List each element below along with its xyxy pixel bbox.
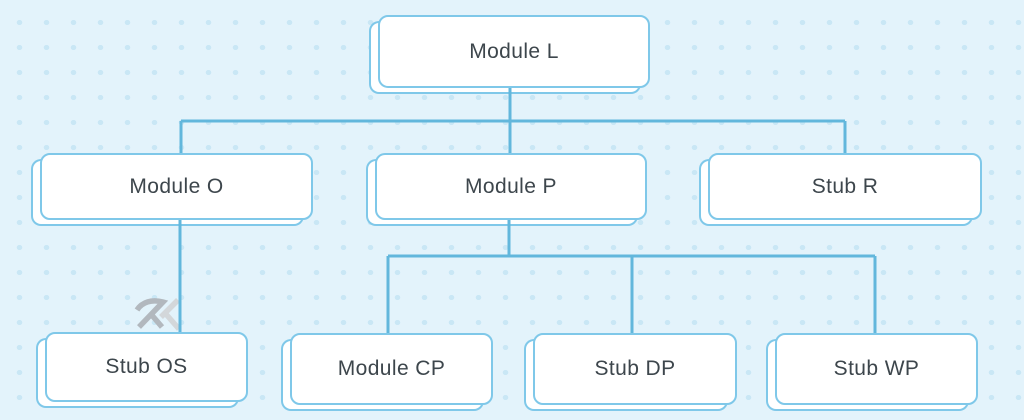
node-stub-r: Stub R [708, 153, 982, 220]
node-module-l: Module L [378, 15, 650, 88]
node-label: Stub R [811, 174, 879, 198]
node-label: Module O [129, 174, 224, 198]
node-label: Stub WP [833, 357, 920, 380]
node-stub-wp: Stub WP [775, 333, 978, 405]
node-label: Module L [469, 39, 559, 63]
node-stub-dp: Stub DP [533, 333, 737, 405]
node-label: Stub DP [594, 357, 676, 380]
node-module-o: Module O [40, 153, 313, 220]
node-label: Module P [465, 174, 557, 198]
node-module-cp: Module CP [290, 333, 493, 405]
rk-watermark-icon [134, 298, 182, 331]
node-label: Module CP [337, 357, 446, 380]
node-label: Stub OS [105, 355, 188, 378]
node-module-p: Module P [375, 153, 647, 220]
node-stub-os: Stub OS [45, 332, 248, 402]
